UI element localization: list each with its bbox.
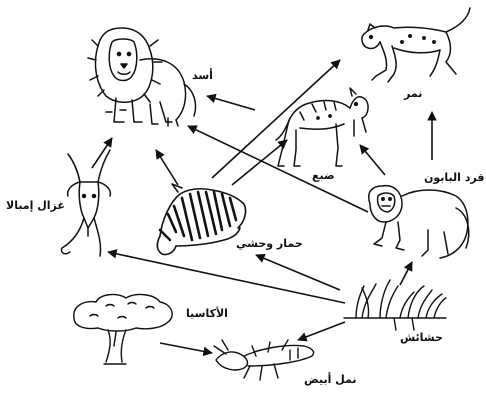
label-cheetah: نمر [404,88,422,99]
label-zebra: حمار وحشي [236,238,303,249]
label-termite: نمل أبيض [304,374,357,385]
label-baboon: قرد البابون [424,172,484,183]
arrow-grass-to-zebra [256,255,340,290]
arrow-zebra-to-lion [156,150,178,185]
arrow-acacia-to-termite [160,343,212,353]
arrow-grass-to-termite [298,322,345,340]
grass-illustration [344,280,446,330]
label-grass: حشائش [400,332,443,343]
arrow-hyena-to-lion [207,96,255,110]
zebra-stripes [160,192,236,240]
baboon-illustration [369,186,469,258]
arrow-baboon-to-hyena [360,145,385,175]
cheetah-illustration [362,8,470,82]
termite-illustration [214,340,314,380]
arrow-grass-to-baboon [400,262,412,285]
hyena-illustration [276,88,368,166]
lion-illustration [88,28,196,126]
acacia-illustration [74,295,172,364]
label-lion: أسد [192,70,213,81]
label-impala: غزال إمبالا [6,200,65,211]
label-hyena: ضبع [312,170,335,181]
label-acacia: الأكاسيا [186,308,228,319]
impala-illustration [61,150,110,256]
arrow-zebra-to-cheetah [212,60,340,178]
